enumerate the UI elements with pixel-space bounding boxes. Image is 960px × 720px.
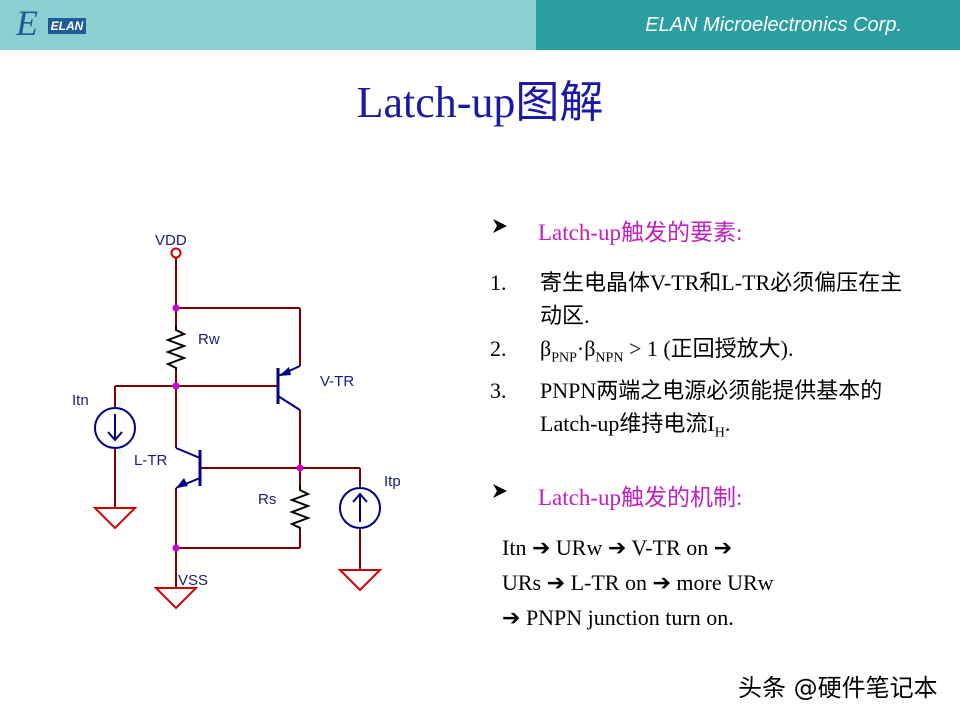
ltr-npn-transistor-icon	[175, 447, 202, 489]
list-item-number: 2.	[490, 336, 507, 361]
vss-ground-icon	[153, 587, 199, 610]
rs-label: Rs	[258, 491, 276, 508]
beta-npn-subscript: NPN	[595, 350, 624, 366]
mechanism-line-1: Itn ➔ URw ➔ V-TR on ➔	[502, 530, 774, 565]
itn-label: Itn	[72, 392, 89, 409]
right-arrow-icon: ➔	[531, 535, 551, 560]
list-item-end: .	[724, 411, 731, 437]
list-item-text: 寄生电晶体V-TR和L-TR必须偏压在主动区.	[540, 270, 903, 328]
page-title: Latch-up图解	[356, 78, 604, 127]
circuit-wires	[114, 258, 361, 588]
mech-term: V-TR on	[631, 535, 709, 560]
right-arrow-icon: ➔	[502, 605, 521, 630]
mech-term: URs	[502, 570, 542, 595]
vdd-label: VDD	[155, 232, 187, 249]
right-arrow-icon: ➔	[713, 535, 733, 560]
bullet-arrow-icon	[493, 219, 507, 233]
heading-mechanism-text: Latch-up触发的机制:	[538, 485, 743, 510]
beta-symbol: β	[540, 336, 552, 361]
heading-triggers-text: Latch-up触发的要素:	[538, 220, 743, 245]
header-right-panel	[536, 0, 960, 50]
vss-label: VSS	[178, 572, 208, 589]
list-item-number: 3.	[490, 378, 507, 404]
mech-term: L-TR on	[570, 570, 647, 595]
list-item: 2. βPNP·βNPN > 1 (正回授放大).	[490, 332, 910, 374]
mech-term: URw	[555, 535, 603, 560]
rs-resistor-icon	[289, 486, 311, 530]
mechanism-text: Itn ➔ URw ➔ V-TR on ➔ URs ➔ L-TR on ➔ mo…	[502, 530, 774, 635]
rw-label: Rw	[198, 331, 220, 348]
watermark: 头条 @硬件笔记本	[738, 674, 938, 702]
ih-subscript: H	[714, 425, 725, 441]
ltr-label: L-TR	[134, 452, 168, 469]
header-left-panel	[0, 0, 536, 50]
trigger-conditions-list: 1. 寄生电晶体V-TR和L-TR必须偏压在主动区. 2. βPNP·βNPN …	[490, 266, 910, 450]
company-name: ELAN Microelectronics Corp.	[645, 14, 902, 36]
itn-ground-icon	[92, 507, 138, 530]
circuit-nodes	[172, 304, 304, 552]
vdd-terminal-icon	[170, 247, 182, 259]
itp-ground-icon	[337, 569, 383, 592]
itp-current-source-icon	[339, 487, 381, 529]
multiply-dot: ·	[576, 336, 585, 361]
mechanism-line-2: URs ➔ L-TR on ➔ more URw	[502, 565, 774, 600]
right-arrow-icon: ➔	[546, 570, 566, 595]
right-arrow-icon: ➔	[652, 570, 671, 595]
header-bar: E ELAN ELAN Microelectronics Corp.	[0, 0, 960, 50]
beta-pnp-subscript: PNP	[551, 350, 577, 366]
formula-rest: > 1 (正回授放大).	[623, 336, 794, 361]
vtr-pnp-transistor-icon	[276, 365, 301, 411]
bullet-arrow-icon	[493, 484, 507, 498]
mech-term: more URw	[676, 570, 774, 595]
vtr-label: V-TR	[320, 373, 354, 390]
beta-formula: βPNP·βNPN > 1 (正回授放大).	[540, 336, 794, 365]
mechanism-line-3: ➔ PNPN junction turn on.	[502, 600, 774, 635]
list-item: 1. 寄生电晶体V-TR和L-TR必须偏压在主动区.	[490, 266, 910, 332]
itp-label: Itp	[384, 473, 401, 490]
list-item: 3. PNPN两端之电源必须能提供基本的Latch-up维持电流IH.	[490, 374, 910, 449]
logo-e-glyph: E	[16, 3, 38, 43]
list-item-text: PNPN两端之电源必须能提供基本的Latch-up维持电流I	[540, 378, 883, 437]
right-arrow-icon: ➔	[607, 535, 627, 560]
logo-text: ELAN	[48, 18, 86, 34]
itn-current-source-icon	[94, 407, 136, 449]
list-item-number: 1.	[490, 270, 507, 295]
beta-symbol: β	[584, 336, 596, 361]
elan-logo: E ELAN	[8, 3, 88, 46]
mech-term: PNPN junction turn on.	[525, 605, 734, 630]
rw-resistor-icon	[165, 326, 187, 370]
mech-term: Itn	[502, 535, 527, 560]
